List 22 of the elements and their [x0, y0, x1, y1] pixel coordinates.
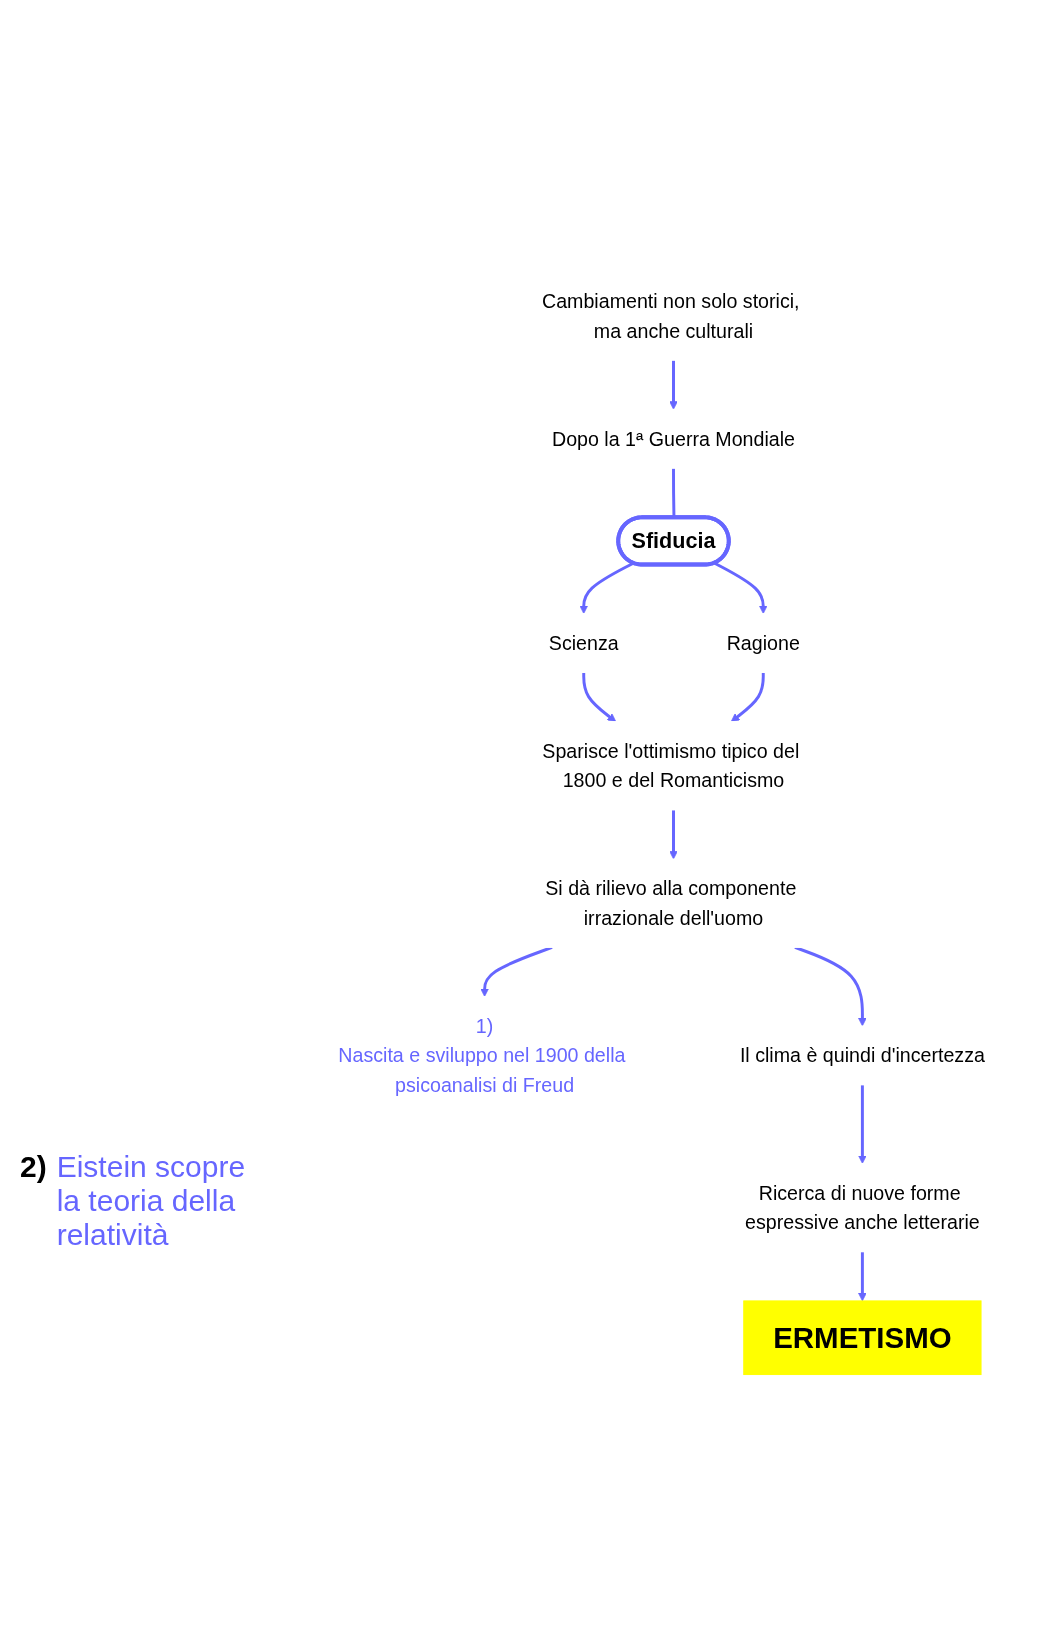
arrow — [669, 810, 678, 860]
arrow — [669, 360, 678, 410]
node-text: Ricerca di nuove forme espressive anche letterarie — [745, 1182, 980, 1234]
node-text: Scienza — [548, 632, 619, 655]
node-text: Dopo la 1ª Guerra Mondiale — [551, 428, 796, 450]
node-text: Il clima è quindi d'incertezza — [739, 1044, 985, 1067]
arrow — [480, 946, 553, 998]
arrow — [858, 1252, 867, 1302]
arrow — [579, 562, 634, 615]
arrow — [713, 562, 768, 615]
arrow — [794, 946, 867, 1027]
node-text: Sparisce l'ottimismo tipico del 1800 e del Romanticismo — [542, 740, 800, 792]
node-text: Cambiamenti non solo storici, ma anche culturali — [541, 290, 800, 342]
node-box: ERMETISMO — [743, 1300, 982, 1376]
node-text: Ragione — [726, 632, 800, 655]
arrow — [858, 1085, 867, 1165]
node-text: 1) Nascita e sviluppo nel 1900 della psicoanalisi di Freud — [338, 1015, 626, 1096]
list-number: 2) — [20, 1150, 47, 1184]
node-text: Si dà rilievo alla componente irrazionale dell'uomo — [545, 878, 797, 930]
arrow — [582, 672, 617, 723]
note-text: Eistein scopre la teoria della relatività — [56, 1150, 247, 1252]
arrow — [730, 672, 765, 723]
